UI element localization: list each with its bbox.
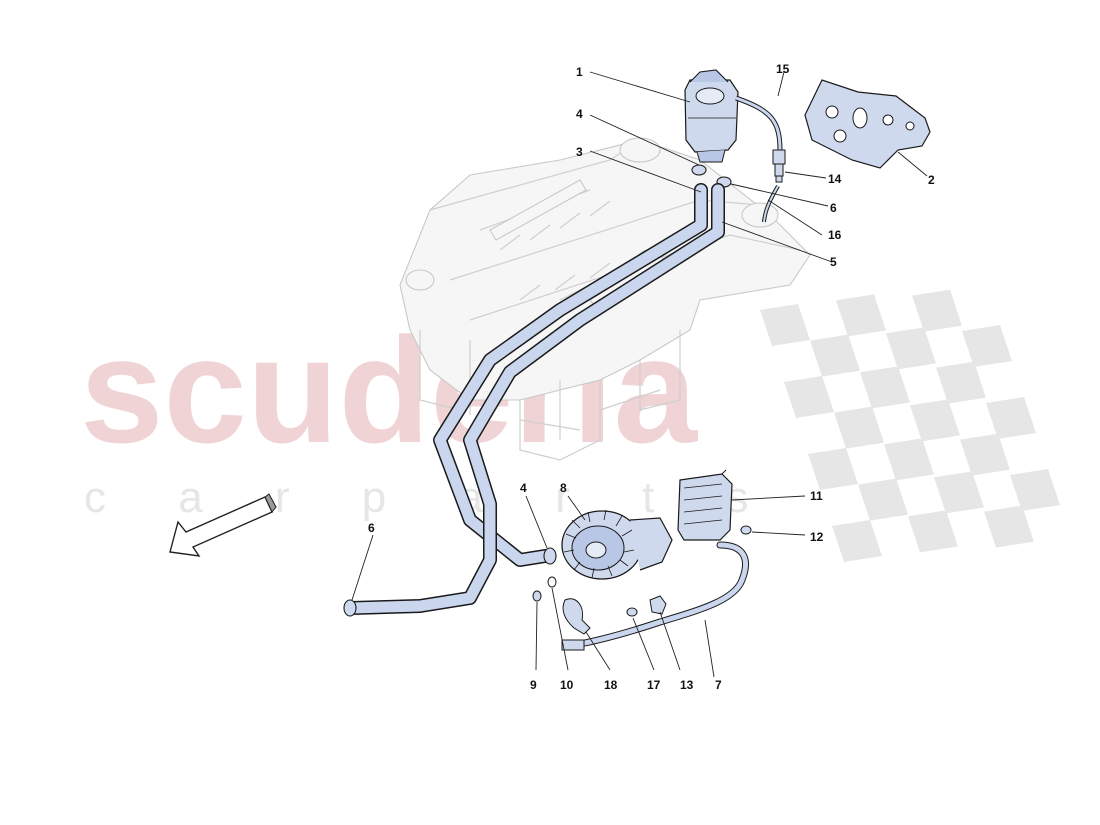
part-4-clamp-upper [691, 164, 707, 176]
callout-16: 16 [828, 228, 842, 242]
callout-9: 9 [530, 678, 537, 692]
part-4-clamp-lower [543, 547, 557, 565]
checker-square [960, 433, 1010, 476]
checker-square [884, 438, 934, 481]
callout-18: 18 [604, 678, 618, 692]
checker-square [858, 478, 908, 521]
checker-square [760, 304, 810, 346]
checker-square [912, 289, 962, 332]
part-14-sensor [772, 149, 786, 183]
callouts: 1 2 3 4 4 5 6 6 7 8 9 10 11 12 13 14 15 … [368, 62, 935, 692]
callout-8: 8 [560, 481, 567, 495]
checker-square [934, 471, 984, 514]
callout-14: 14 [828, 172, 842, 186]
watermark-sub: c a r p a r t s [84, 473, 779, 522]
checker-square [832, 520, 882, 562]
callout-17: 17 [647, 678, 661, 692]
part-18-bracket [561, 598, 591, 651]
part-9-bolt [532, 590, 542, 602]
callout-2: 2 [928, 173, 935, 187]
callout-13: 13 [680, 678, 694, 692]
part-12-bolt [740, 525, 752, 535]
part-2-bracket [804, 79, 931, 169]
callout-6-upper: 6 [830, 201, 837, 215]
checker-square [860, 366, 910, 409]
part-15-hose [735, 95, 783, 151]
checkered-flag-icon [760, 289, 1060, 562]
part-13-fitting [649, 595, 667, 615]
part-3-5-main-hose [345, 183, 725, 615]
part-6-clamp-lower [343, 599, 357, 617]
callout-11: 11 [810, 489, 823, 503]
checker-square [908, 510, 958, 553]
part-8-pump [561, 509, 673, 580]
checker-square [962, 325, 1012, 367]
callout-4-lower: 4 [520, 481, 527, 495]
callout-5: 5 [830, 255, 837, 269]
front-direction-arrow-icon [169, 493, 277, 557]
checker-square [810, 334, 860, 377]
checker-square [1010, 469, 1060, 511]
leader-lines [351, 71, 928, 678]
checker-square [834, 406, 884, 449]
part-10-washer [547, 576, 557, 588]
callout-6-lower: 6 [368, 521, 375, 535]
callout-15: 15 [776, 62, 790, 76]
callout-7: 7 [715, 678, 722, 692]
checker-square [784, 376, 834, 418]
part-11-cooler [677, 469, 733, 541]
checker-square [984, 505, 1034, 548]
checker-square [910, 399, 960, 442]
callout-1: 1 [576, 65, 583, 79]
callout-3: 3 [576, 145, 583, 159]
checker-square [936, 361, 986, 404]
checker-square [808, 448, 858, 490]
callout-12: 12 [810, 530, 824, 544]
part-7-hose [576, 541, 749, 648]
checker-square [836, 294, 886, 337]
part-17-bolt [626, 607, 638, 617]
checker-square [986, 397, 1036, 439]
checker-square [886, 327, 936, 370]
part-1-reservoir [684, 69, 739, 163]
callout-10: 10 [560, 678, 574, 692]
callout-4-upper: 4 [576, 107, 583, 121]
